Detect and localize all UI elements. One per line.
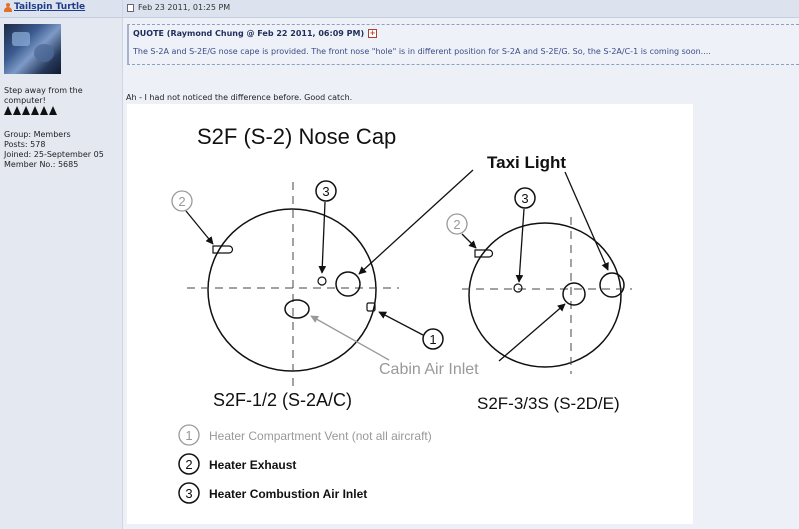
rank-pip-icon bbox=[22, 106, 30, 115]
quote-header: QUOTE (Raymond Chung @ Feb 22 2011, 06:0… bbox=[133, 29, 378, 38]
expand-quote-icon[interactable]: + bbox=[368, 29, 378, 38]
post-body: Feb 23 2011, 01:25 PM QUOTE (Raymond Chu… bbox=[123, 0, 799, 529]
post-date: Feb 23 2011, 01:25 PM bbox=[127, 3, 230, 12]
quote-text: The S-2A and S-2E/G nose cape is provide… bbox=[133, 47, 711, 56]
legend-3-text: Heater Combustion Air Inlet bbox=[209, 487, 367, 501]
legend-2-text: Heater Exhaust bbox=[209, 458, 296, 472]
right-heater-exhaust bbox=[474, 249, 494, 258]
rank-pip-icon bbox=[40, 106, 48, 115]
legend-2-num: 2 bbox=[185, 457, 192, 472]
stat-member-no: Member No.: 5685 bbox=[4, 160, 79, 169]
user-icon bbox=[4, 2, 12, 12]
quote-header-text: QUOTE (Raymond Chung @ Feb 22 2011, 06:0… bbox=[133, 29, 365, 38]
right-taxi-light-lower bbox=[562, 282, 586, 306]
right-nose-cap-outline bbox=[468, 222, 622, 368]
left-variant-label: S2F-1/2 (S-2A/C) bbox=[213, 390, 352, 410]
rank-pips bbox=[4, 106, 57, 115]
left-nose-cap-outline bbox=[207, 208, 377, 372]
callout-2-left: 2 bbox=[178, 194, 185, 209]
username-link[interactable]: Tailspin Turtle bbox=[4, 2, 85, 12]
left-cabin-inlet bbox=[284, 299, 310, 319]
stat-group: Group: Members bbox=[4, 130, 71, 139]
legend-1-num: 1 bbox=[185, 428, 192, 443]
rank-pip-icon bbox=[13, 106, 21, 115]
diagram-svg: S2F (S-2) Nose Cap Taxi Light 2 bbox=[171, 124, 632, 504]
stat-joined: Joined: 25-September 05 bbox=[4, 150, 104, 159]
left-heater-vent bbox=[366, 302, 376, 312]
reply-text: Ah - I had not noticed the difference be… bbox=[126, 93, 353, 102]
rank-pip-icon bbox=[49, 106, 57, 115]
post-header: Feb 23 2011, 01:25 PM bbox=[123, 0, 799, 18]
right-taxi-light-upper bbox=[599, 272, 625, 298]
stat-posts: Posts: 578 bbox=[4, 140, 46, 149]
quote-block: QUOTE (Raymond Chung @ Feb 22 2011, 06:0… bbox=[127, 24, 799, 65]
rank-pip-icon bbox=[4, 106, 12, 115]
callout-1-left: 1 bbox=[429, 332, 436, 347]
right-combustion-inlet bbox=[513, 283, 523, 293]
username-text[interactable]: Tailspin Turtle bbox=[14, 2, 86, 12]
legend-1-text: Heater Compartment Vent (not all aircraf… bbox=[209, 429, 432, 443]
callout-3-right: 3 bbox=[521, 191, 528, 206]
legend-3-num: 3 bbox=[185, 486, 192, 501]
nose-cap-diagram-image: S2F (S-2) Nose Cap Taxi Light 2 bbox=[127, 104, 693, 524]
author-sidebar: Tailspin Turtle Step away from the compu… bbox=[0, 0, 123, 529]
diagram-title: S2F (S-2) Nose Cap bbox=[197, 124, 396, 149]
avatar[interactable] bbox=[4, 24, 61, 74]
rank-pip-icon bbox=[31, 106, 39, 115]
user-title: Step away from the computer! bbox=[4, 86, 83, 105]
callout-2-right: 2 bbox=[453, 217, 460, 232]
post-icon bbox=[127, 3, 134, 12]
post-date-text: Feb 23 2011, 01:25 PM bbox=[138, 3, 231, 12]
callout-3-left: 3 bbox=[322, 184, 329, 199]
taxi-light-label: Taxi Light bbox=[487, 153, 566, 172]
user-stats: Group: Members Posts: 578 Joined: 25-Sep… bbox=[4, 130, 104, 170]
left-combustion-inlet bbox=[317, 276, 327, 286]
right-variant-label: S2F-3/3S (S-2D/E) bbox=[477, 394, 620, 413]
author-header: Tailspin Turtle bbox=[0, 0, 122, 18]
left-taxi-light bbox=[335, 271, 361, 297]
cabin-air-label: Cabin Air Inlet bbox=[379, 361, 479, 378]
left-heater-exhaust bbox=[212, 245, 234, 254]
